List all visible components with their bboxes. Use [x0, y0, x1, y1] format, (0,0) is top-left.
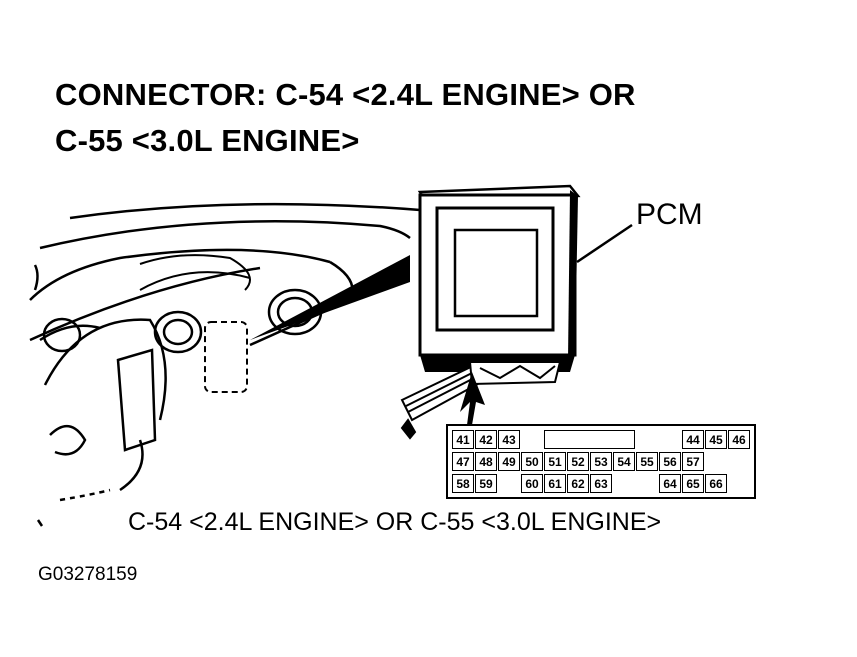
dashboard-outline — [29, 202, 421, 527]
pin-59: 59 — [475, 474, 497, 493]
pcm-location-outline — [204, 321, 248, 393]
pin-46: 46 — [728, 430, 750, 449]
pin-60: 60 — [521, 474, 543, 493]
pin-53: 53 — [590, 452, 612, 471]
pin-66: 66 — [705, 474, 727, 493]
pin-gap — [705, 452, 750, 471]
pin-47: 47 — [452, 452, 474, 471]
pin-61: 61 — [544, 474, 566, 493]
pin-65: 65 — [682, 474, 704, 493]
connector-pin-grid: 41 42 43 44 45 46 47 48 49 50 51 52 53 5… — [446, 424, 756, 499]
pin-55: 55 — [636, 452, 658, 471]
pin-62: 62 — [567, 474, 589, 493]
pin-48: 48 — [475, 452, 497, 471]
pin-44: 44 — [682, 430, 704, 449]
pcm-leader-line — [576, 223, 633, 264]
pin-41: 41 — [452, 430, 474, 449]
pin-43: 43 — [498, 430, 520, 449]
pin-gap — [521, 430, 543, 449]
pin-45: 45 — [705, 430, 727, 449]
pin-64: 64 — [659, 474, 681, 493]
pin-gap — [636, 430, 681, 449]
pin-gap — [498, 474, 520, 493]
title-line-1: CONNECTOR: C-54 <2.4L ENGINE> OR — [55, 77, 636, 112]
pcm-module — [417, 184, 581, 372]
pin-58: 58 — [452, 474, 474, 493]
connector-arrow — [460, 372, 485, 425]
pin-57: 57 — [682, 452, 704, 471]
pin-63: 63 — [590, 474, 612, 493]
pin-49: 49 — [498, 452, 520, 471]
pin-54: 54 — [613, 452, 635, 471]
pcm-label: PCM — [636, 198, 703, 231]
diagram-title: CONNECTOR: C-54 <2.4L ENGINE> OR C-55 <3… — [55, 72, 636, 164]
wire-harness — [400, 361, 562, 440]
pin-gap — [613, 474, 658, 493]
pin-56: 56 — [659, 452, 681, 471]
figure-id: G03278159 — [38, 564, 138, 585]
title-line-2: C-55 <3.0L ENGINE> — [55, 123, 360, 158]
connector-caption: C-54 <2.4L ENGINE> OR C-55 <3.0L ENGINE> — [128, 508, 662, 536]
pin-52: 52 — [567, 452, 589, 471]
zoom-pointer — [250, 255, 410, 340]
connector-key — [544, 430, 635, 449]
pin-42: 42 — [475, 430, 497, 449]
pin-50: 50 — [521, 452, 543, 471]
pin-51: 51 — [544, 452, 566, 471]
